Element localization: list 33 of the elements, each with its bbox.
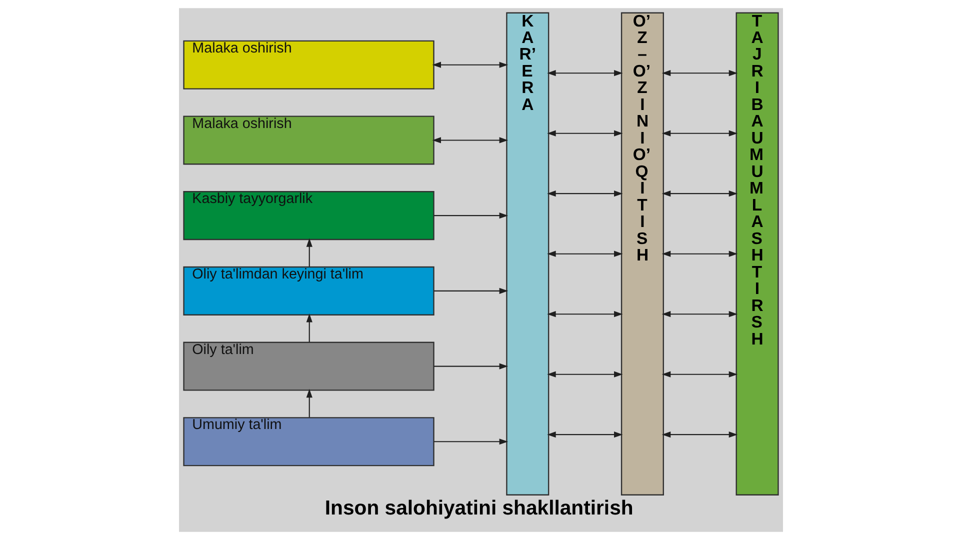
arrow [433,438,508,445]
arrow [306,388,312,418]
arrow [432,62,508,68]
node-box: TAJRIBA UMUMLASHTIRSH [735,12,778,496]
arrow [546,311,622,318]
node-box: Oily ta'lim [182,342,434,391]
arrow [661,190,738,197]
arrow [546,371,622,378]
arrow [546,250,622,257]
arrow [661,432,738,438]
arrow [433,212,508,219]
arrow [546,130,622,136]
node-box: Kasbiy tayyorgarlik [182,191,434,240]
node-box: O’Z–O’ZINI O’QITISH [620,12,664,496]
arrow [432,137,508,144]
arrow [546,432,622,438]
arrow [661,250,738,257]
arrow [433,363,508,370]
arrow [433,288,508,294]
node-box: Malaka oshirish [182,40,434,90]
arrow [306,314,312,342]
arrow [306,238,312,267]
node-box: Oliy ta'limdan keyingi ta'lim [182,266,434,316]
arrow [661,130,738,136]
node-box: KAR’ERA [506,12,549,496]
arrow [661,70,738,76]
node-box: Malaka oshirish [182,116,434,165]
diagram-title: Inson salohiyatini shakllantirish [324,498,633,520]
node-box: Umumiy ta'lim [182,417,434,466]
arrow [546,70,622,76]
arrow [546,190,622,197]
arrow [661,311,738,318]
arrow [661,371,738,378]
